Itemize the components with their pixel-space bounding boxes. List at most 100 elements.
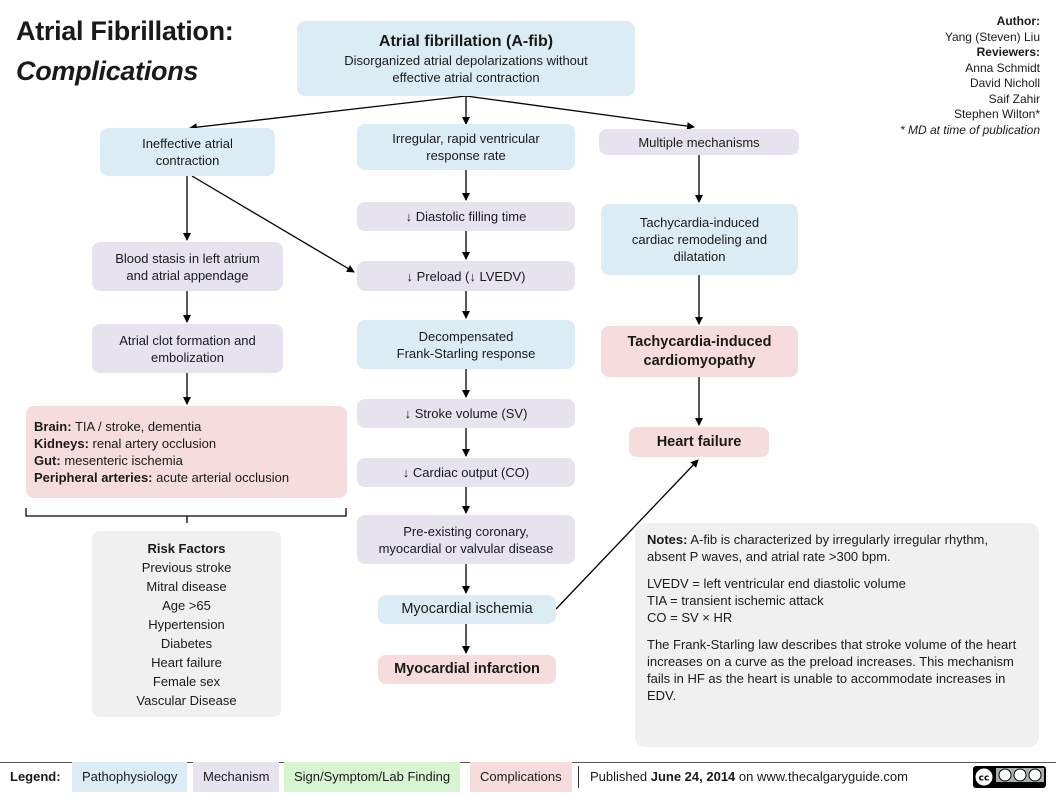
legend-complications: Complications (470, 762, 572, 792)
risk-factor-item: Age >65 (162, 597, 211, 613)
credits-footnote: * MD at time of publication (899, 122, 1040, 137)
published-prefix: Published (590, 769, 651, 784)
notes-text: A-fib is characterized by irregularly ir… (647, 532, 989, 564)
box-line: Frank-Starling response (396, 345, 536, 361)
box-line: Ineffective atrial (142, 136, 233, 151)
cardiac-output-box: ↓ Cardiac output (CO) (357, 458, 575, 487)
ineffective-contraction-box: Ineffective atrial contraction (100, 128, 275, 176)
box-line: ↓ Preload (↓ LVEDV) (406, 268, 526, 284)
outcome-line: Gut: mesenteric ischemia (34, 452, 183, 469)
box-line: Atrial clot formation and (119, 332, 256, 348)
blood-stasis-box: Blood stasis in left atrium and atrial a… (92, 242, 283, 291)
preload-box: ↓ Preload (↓ LVEDV) (357, 261, 575, 291)
reviewer-name: David Nicholl (969, 76, 1040, 90)
notes-box: Notes: A-fib is characterized by irregul… (635, 523, 1039, 747)
legend-sign-symptom: Sign/Symptom/Lab Finding (284, 762, 461, 792)
diastolic-filling-box: ↓ Diastolic filling time (357, 202, 575, 231)
box-line: Myocardial infarction (394, 661, 540, 677)
legend-mechanism: Mechanism (193, 762, 280, 792)
abbreviation-line: LVEDV = left ventricular end diastolic v… (647, 576, 906, 591)
notes-paragraph: The Frank-Starling law describes that st… (647, 637, 1017, 703)
published-suffix: on www.thecalgaryguide.com (735, 769, 908, 784)
risk-factors-box: Risk Factors Previous stroke Mitral dise… (92, 531, 281, 717)
reviewer-name: Anna Schmidt (965, 60, 1040, 75)
heart-failure-box: Heart failure (629, 427, 769, 457)
box-line: Decompensated (418, 328, 514, 344)
risk-factor-item: Diabetes (160, 635, 213, 651)
box-line: and atrial appendage (126, 267, 249, 283)
notes-abbreviations: LVEDV = left ventricular end diastolic v… (647, 575, 1029, 626)
afib-title: Atrial fibrillation (A-fib) (378, 32, 554, 50)
legend-label: Legend: (10, 769, 61, 784)
box-line: Myocardial ischemia (401, 601, 533, 617)
box-line: myocardial or valvular disease (378, 540, 554, 556)
legend-pathophysiology: Pathophysiology (72, 762, 188, 792)
afib-definition-box: Atrial fibrillation (A-fib) Disorganized… (297, 21, 635, 96)
myocardial-infarction-box: Myocardial infarction (378, 655, 556, 684)
box-line: Blood stasis in left atrium (115, 250, 260, 266)
box-line: Irregular, rapid ventricular (392, 131, 540, 146)
afib-definition-line: effective atrial contraction (392, 69, 540, 85)
page-title: Atrial Fibrillation: (16, 16, 234, 46)
box-line: ↓ Cardiac output (CO) (402, 465, 530, 480)
box-line: embolization (151, 349, 224, 365)
outcome-line: Kidneys: renal artery occlusion (34, 435, 216, 452)
abbreviation-line: CO = SV × HR (647, 610, 733, 625)
box-line: ↓ Stroke volume (SV) (404, 406, 528, 421)
license-badge[interactable]: cc (973, 766, 1046, 788)
risk-factor-item: Female sex (152, 673, 221, 689)
outcome-text: mesenteric ischemia (60, 453, 183, 468)
stroke-volume-box: ↓ Stroke volume (SV) (357, 399, 575, 428)
outcome-label: Gut: (34, 453, 61, 468)
box-line: ↓ Diastolic filling time (405, 209, 527, 224)
svg-text:cc: cc (979, 774, 990, 784)
reviewer-name: Saif Zahir (988, 91, 1040, 106)
multiple-mechanisms-box: Multiple mechanisms (599, 129, 799, 155)
box-line: Tachycardia-induced (639, 215, 760, 230)
box-line: dilatation (673, 249, 726, 264)
embolic-complications-box: Brain: TIA / stroke, dementia Kidneys: r… (26, 406, 347, 498)
outcome-text: acute arterial occlusion (152, 470, 290, 485)
box-line: Tachycardia-induced (627, 333, 772, 350)
preexisting-disease-box: Pre-existing coronary, myocardial or val… (357, 515, 575, 564)
outcome-label: Peripheral arteries: (34, 470, 153, 485)
risk-factor-item: Vascular Disease (136, 692, 237, 708)
box-line: Pre-existing coronary, (403, 523, 529, 539)
outcome-line: Brain: TIA / stroke, dementia (34, 418, 201, 435)
legend-separator (578, 766, 579, 788)
irregular-response-box: Irregular, rapid ventricular response ra… (357, 124, 575, 170)
published-info: Published June 24, 2014 on www.thecalgar… (582, 762, 918, 792)
risk-factors-title: Risk Factors (147, 540, 226, 556)
outcome-text: TIA / stroke, dementia (71, 419, 202, 434)
outcome-label: Brain: (34, 419, 72, 434)
author-name: Yang (Steven) Liu (944, 29, 1040, 44)
reviewers-label: Reviewers: (976, 45, 1040, 59)
box-line: response rate (426, 148, 506, 163)
outcome-label: Kidneys: (34, 436, 89, 451)
outcome-text: renal artery occlusion (88, 436, 217, 451)
box-line: Multiple mechanisms (638, 134, 760, 150)
box-line: contraction (155, 153, 220, 168)
notes-paragraph: Notes: A-fib is characterized by irregul… (647, 531, 1029, 565)
abbreviation-line: TIA = transient ischemic attack (647, 593, 824, 608)
box-line: cardiac remodeling and (631, 232, 768, 247)
reviewer-name: Stephen Wilton* (953, 107, 1040, 121)
cc-license-icon: cc (974, 767, 1044, 787)
risk-factor-item: Mitral disease (146, 578, 227, 594)
decompensated-frank-starling-box: Decompensated Frank-Starling response (357, 320, 575, 369)
legend-bar: Legend: Pathophysiology Mechanism Sign/S… (0, 762, 1056, 796)
outcome-line: Peripheral arteries: acute arterial occl… (34, 469, 289, 486)
risk-factor-item: Heart failure (151, 654, 222, 670)
credits: Author: Yang (Steven) Liu Reviewers: Ann… (900, 14, 1040, 138)
box-line: Heart failure (656, 433, 742, 450)
clot-formation-box: Atrial clot formation and embolization (92, 324, 283, 373)
myocardial-ischemia-box: Myocardial ischemia (378, 595, 556, 624)
tachycardia-cardiomyopathy-box: Tachycardia-induced cardiomyopathy (601, 326, 798, 377)
risk-factor-item: Hypertension (148, 616, 225, 632)
page-subtitle: Complications (16, 56, 199, 86)
tachycardia-remodeling-box: Tachycardia-induced cardiac remodeling a… (601, 204, 798, 275)
afib-definition-line: Disorganized atrial depolarizations with… (344, 52, 588, 68)
notes-label: Notes: (647, 532, 688, 547)
risk-factor-item: Previous stroke (141, 559, 232, 575)
